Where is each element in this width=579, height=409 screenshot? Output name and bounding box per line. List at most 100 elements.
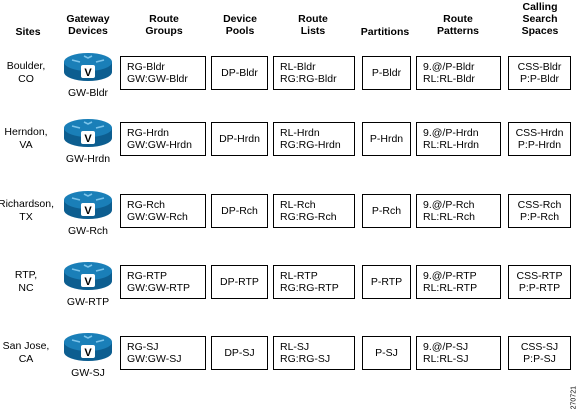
header-gateway: Gateway Devices <box>66 13 110 37</box>
site-label: Boulder, CO <box>6 60 46 85</box>
device-pool-box: DP-RTP <box>211 265 268 299</box>
gateway-label: GW-RTP <box>66 296 110 308</box>
box-line: 9.@/P-RTP <box>423 269 477 282</box>
box-line: DP-SJ <box>224 346 255 359</box>
box-line: DP-Rch <box>221 204 258 217</box>
box-line: CSS-Rch <box>517 198 562 211</box>
header-partitions: Partitions <box>360 26 410 38</box>
router-icon: V <box>64 191 112 219</box>
site-label: Richardson, TX <box>0 198 55 223</box>
box-line: DP-Bldr <box>221 66 258 79</box>
box-line: RG-Bldr <box>127 60 165 73</box>
box-line: RL-SJ <box>280 340 310 353</box>
gateway-label: GW-Rch <box>67 225 109 237</box>
header-device-pools: Device Pools <box>223 13 257 37</box>
gateway-label: GW-Bldr <box>67 87 109 99</box>
box-line: GW:GW-Hrdn <box>127 139 192 151</box>
router-icon: V <box>64 53 112 81</box>
box-line: P-Rch <box>371 204 402 217</box>
box-line: RL-Bldr <box>280 60 316 73</box>
box-line: RG-Hrdn <box>127 126 170 139</box>
box-line: RL:RL-SJ <box>423 353 469 365</box>
router-icon: V <box>64 119 112 147</box>
figure-number: 270721 <box>570 386 577 409</box>
router-letter: V <box>84 133 92 145</box>
box-line: DP-RTP <box>220 275 259 288</box>
box-line: RG:RG-Hrdn <box>280 139 341 151</box>
device-pool-box: DP-Bldr <box>211 56 268 90</box>
router-letter: V <box>84 67 92 79</box>
router-letter: V <box>84 205 92 217</box>
box-line: GW:GW-SJ <box>127 353 182 365</box>
site-label: Herndon, VA <box>4 126 48 151</box>
partition-box: P-SJ <box>362 336 411 370</box>
box-line: 9.@/P-Rch <box>423 198 475 211</box>
box-line: RL:RL-Bldr <box>423 73 475 85</box>
box-line: RG:RG-Rch <box>280 211 337 223</box>
partition-box: P-Bldr <box>362 56 411 90</box>
partition-box: P-Hrdn <box>362 122 411 156</box>
box-line: RG-Rch <box>127 198 165 211</box>
gateway-label: GW-Hrdn <box>65 153 111 165</box>
box-line: RL-Rch <box>280 198 316 211</box>
router-letter: V <box>84 347 92 359</box>
box-line: CSS-Bldr <box>517 60 562 73</box>
box-line: GW:GW-RTP <box>127 282 190 294</box>
box-line: RL-Hrdn <box>280 126 320 139</box>
box-line: RL:RL-Rch <box>423 211 475 223</box>
box-line: P:P-Rch <box>519 211 560 223</box>
device-pool-box: DP-Rch <box>211 194 268 228</box>
partition-box: P-Rch <box>362 194 411 228</box>
box-line: CSS-Hrdn <box>515 126 564 139</box>
box-line: P:P-Bldr <box>519 73 560 85</box>
box-line: P:P-Hrdn <box>517 139 562 151</box>
box-line: RG-RTP <box>127 269 168 282</box>
partition-box: P-RTP <box>362 265 411 299</box>
device-pool-box: DP-SJ <box>211 336 268 370</box>
site-label: San Jose, CA <box>2 340 50 365</box>
box-line: 9.@/P-Bldr <box>423 60 475 73</box>
box-line: 9.@/P-Hrdn <box>423 126 479 139</box>
gateway-label: GW-SJ <box>71 367 105 379</box>
box-line: DP-Hrdn <box>219 132 260 145</box>
box-line: P-Hrdn <box>369 132 404 145</box>
box-line: RG:RG-Bldr <box>280 73 337 85</box>
box-line: RG-SJ <box>127 340 159 353</box>
device-pool-box: DP-Hrdn <box>211 122 268 156</box>
box-line: P-Bldr <box>371 66 402 79</box>
box-line: GW:GW-Bldr <box>127 73 188 85</box>
box-line: P-SJ <box>375 346 398 359</box>
site-label: RTP, NC <box>14 269 38 294</box>
box-line: RG:RG-SJ <box>280 353 331 365</box>
header-sites: Sites <box>15 26 41 38</box>
box-line: CSS-SJ <box>520 340 559 353</box>
box-line: RL:RL-RTP <box>423 282 478 294</box>
router-icon: V <box>64 262 112 290</box>
header-css: Calling Search Spaces <box>521 1 559 37</box>
box-line: P-RTP <box>370 275 403 288</box>
header-route-lists: Route Lists <box>298 13 328 37</box>
router-letter: V <box>84 276 92 288</box>
box-line: GW:GW-Rch <box>127 211 188 223</box>
box-line: RG:RG-RTP <box>280 282 339 294</box>
box-line: 9.@/P-SJ <box>423 340 469 353</box>
header-route-patterns: Route Patterns <box>436 13 480 37</box>
